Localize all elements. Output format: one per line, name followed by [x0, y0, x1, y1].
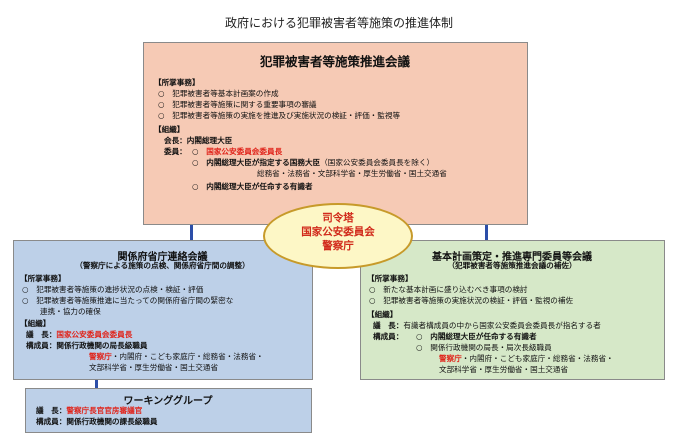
liaison-members-list-1: 警察庁・内閣府・こども家庭庁・総務省・法務省・: [89, 352, 264, 361]
council-member-2: ○ 内閣総理大臣が指定する国務大臣（国家公安委員会委員長を除く）: [192, 158, 435, 167]
command-line-2: 国家公安委員会: [301, 226, 375, 238]
liaison-duty-2: ○ 犯罪被害者等施策推進に当たっての関係府省庁間の緊密な: [22, 296, 234, 305]
working-group-title: ワーキンググループ: [123, 396, 213, 407]
expert-member-2: ○ 関係行政機関の局長・局次長級職員: [416, 343, 552, 352]
council-duty-1: ○ 犯罪被害者等基本計画案の作成: [158, 89, 279, 98]
liaison-members-list-2: 文部科学省・厚生労働省・国土交通省: [89, 363, 219, 372]
liaison-duty-1: ○ 犯罪被害者等施策の進捗状況の点検・検証・評価: [22, 285, 204, 294]
working-group-members: 構成員：関係行政機関の課長級職員: [36, 417, 158, 426]
expert-subtitle: （犯罪被害者等施策推進会議の補佐）: [447, 261, 577, 270]
command-text: 司令塔 国家公安委員会 警察庁: [263, 211, 413, 253]
connector-council-expert: [485, 225, 488, 240]
working-group-chair: 議 長：警察庁長官官房審議官: [36, 406, 143, 415]
council-duty-3: ○ 犯罪被害者等施策の実施を推進及び実施状況の検証・評価・監視等: [158, 111, 401, 120]
liaison-duty-2-cont: 連携・協力の確保: [40, 307, 101, 316]
council-box: 犯罪被害者等施策推進会議 【所掌事務】 ○ 犯罪被害者等基本計画案の作成 ○ 犯…: [143, 42, 528, 225]
expert-member-1: ○ 内閣総理大臣が任命する有識者: [416, 332, 537, 341]
expert-org-label: 【組織】: [367, 310, 398, 319]
council-org-label: 【組織】: [154, 125, 185, 134]
expert-duties-label: 【所掌事務】: [367, 274, 413, 283]
expert-box: 基本計画策定・推進専門委員等会議 （犯罪被害者等施策推進会議の補佐） 【所掌事務…: [360, 240, 665, 380]
expert-members-list-2: 文部科学省・厚生労働省・国土交通省: [439, 365, 569, 374]
working-group-box: ワーキンググループ 議 長：警察庁長官官房審議官 構成員：関係行政機関の課長級職…: [25, 388, 312, 433]
expert-duty-1: ○ 新たな基本計画に盛り込むべき事項の検討: [369, 285, 528, 294]
expert-members-list-1: 警察庁・内閣府・こども家庭庁・総務省・法務省・: [439, 354, 614, 363]
expert-chair: 議 長：有識者構成員の中から国家公安委員会委員長が指名する者: [373, 321, 601, 330]
liaison-members: 構成員：関係行政機関の局長級職員: [26, 341, 148, 350]
council-title: 犯罪被害者等施策推進会議: [259, 54, 410, 69]
council-member-1: ○ 国家公安委員会委員長: [192, 147, 283, 156]
council-member-3: ○ 内閣総理大臣が任命する有識者: [192, 182, 313, 191]
council-chair: 会長：内閣総理大臣: [164, 136, 233, 145]
liaison-org-label: 【組織】: [20, 319, 51, 328]
liaison-title: 関係府省庁連絡会議: [117, 252, 208, 263]
expert-duty-2: ○ 犯罪被害者等施策の実施状況の検証・評価・監視の補佐: [369, 296, 574, 305]
command-line-3: 警察庁: [322, 240, 354, 252]
council-members-label: 委員：: [164, 147, 187, 156]
liaison-subtitle: （警察庁による施策の点検、関係府省庁間の調整）: [75, 261, 250, 270]
council-member-2-list: 総務省・法務省・文部科学省・厚生労働省・国土交通省: [257, 169, 447, 178]
council-duty-2: ○ 犯罪被害者等施策に関する重要事項の審議: [158, 100, 317, 109]
command-line-1: 司令塔: [322, 212, 354, 224]
connector-liaison-wg: [95, 380, 98, 388]
page-title: 政府における犯罪被害者等施策の推進体制: [224, 16, 453, 30]
council-duties-label: 【所掌事務】: [154, 78, 200, 87]
liaison-box: 関係府省庁連絡会議 （警察庁による施策の点検、関係府省庁間の調整） 【所掌事務】…: [13, 240, 313, 380]
command-oval: [263, 203, 413, 269]
liaison-chair: 議 長：国家公安委員会委員長: [26, 330, 133, 339]
expert-title: 基本計画策定・推進専門委員等会議: [432, 252, 592, 263]
liaison-duties-label: 【所掌事務】: [20, 274, 66, 283]
connector-council-liaison: [190, 225, 193, 240]
expert-members-label: 構成員：: [373, 332, 404, 341]
